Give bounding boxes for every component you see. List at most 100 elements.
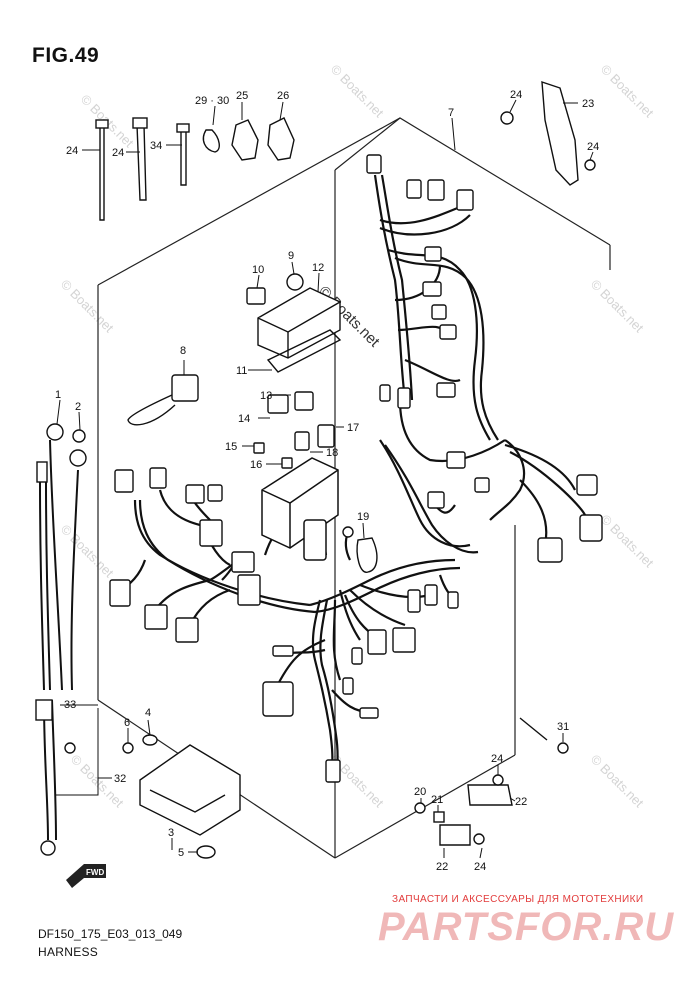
parts-22-24	[414, 717, 569, 846]
part-label-19: 19	[357, 511, 369, 523]
terminal	[342, 526, 354, 538]
bracket-23	[500, 81, 596, 186]
connector	[447, 591, 459, 609]
connector	[144, 604, 168, 630]
watermark-6: © Boats.net	[58, 522, 117, 581]
part-label-1: 1	[55, 389, 61, 401]
part-label-2: 2	[75, 401, 81, 413]
connector	[231, 551, 255, 573]
connector	[262, 681, 294, 717]
connector	[427, 491, 445, 509]
part-label-24-bottom-right: 24	[474, 861, 486, 873]
connector	[537, 537, 563, 563]
advert-logo[interactable]: PARTSFOR.RU	[378, 905, 675, 949]
harness-box-outline	[97, 117, 611, 859]
part-label-25: 25	[236, 90, 248, 102]
watermark-4: © Boats.net	[58, 277, 117, 336]
part-label-3: 3	[168, 827, 174, 839]
part-label-18: 18	[326, 447, 338, 459]
connector	[474, 477, 490, 493]
connector	[342, 677, 354, 695]
figure-code: DF150_175_E03_013_049	[38, 927, 183, 941]
figure-name: HARNESS	[38, 945, 99, 959]
part-label-24-right: 24	[587, 141, 599, 153]
connector	[325, 759, 341, 783]
part-label-9: 9	[288, 250, 294, 262]
connector	[436, 382, 456, 398]
watermark-2: © Boats.net	[598, 62, 657, 121]
part-label-34: 34	[150, 140, 162, 152]
connector	[576, 474, 598, 496]
connector	[424, 246, 442, 262]
leader-lines	[55, 99, 594, 859]
part-label-27: 24	[112, 147, 124, 159]
connector	[392, 627, 416, 653]
watermark-7: © Boats.net	[598, 512, 657, 571]
part-number-labels: 24 24 34 29 · 30 25 26 24 23 24 7 9 10 1…	[55, 89, 599, 873]
connector	[379, 384, 391, 402]
part-label-8: 8	[180, 345, 186, 357]
part-label-21: 21	[431, 794, 443, 806]
part-label-17: 17	[347, 422, 359, 434]
fwd-label: FWD	[86, 868, 104, 877]
connector	[424, 584, 438, 606]
cable-ties	[95, 117, 295, 221]
advert-tagline: ЗАПЧАСТИ И АКСЕССУАРЫ ДЛЯ МОТОТЕХНИКИ	[392, 894, 644, 905]
connector	[579, 514, 603, 542]
harness-connectors	[109, 154, 603, 783]
connector	[199, 519, 223, 547]
part-label-6: 6	[124, 717, 130, 729]
part-label-5: 5	[178, 847, 184, 859]
part-label-20: 20	[414, 786, 426, 798]
connector	[407, 589, 421, 613]
fwd-arrow: FWD	[66, 864, 106, 888]
connector	[109, 579, 131, 607]
part-label-14: 14	[238, 413, 250, 425]
part-label-32: 32	[114, 773, 126, 785]
battery-terminals	[35, 423, 87, 856]
part-label-24-top: 24	[510, 89, 522, 101]
watermark-5: © Boats.net	[588, 277, 647, 336]
bracket-3	[122, 734, 241, 859]
connector	[175, 617, 199, 643]
connector	[207, 484, 223, 502]
part-label-7: 7	[448, 107, 454, 119]
part-label-11: 11	[236, 365, 247, 377]
connector	[237, 574, 261, 606]
connector	[427, 179, 445, 201]
watermark-1: © Boats.net	[328, 62, 387, 121]
connector	[367, 629, 387, 655]
part-label-22-right: 22	[515, 796, 527, 808]
part-label-16: 16	[250, 459, 262, 471]
connector	[406, 179, 422, 199]
part-label-31: 31	[557, 721, 569, 733]
part-label-10: 10	[252, 264, 264, 276]
part-label-33: 33	[64, 699, 76, 711]
part-label-29-30: 29 · 30	[195, 95, 229, 107]
connector	[114, 469, 134, 493]
connector	[149, 467, 167, 489]
connector	[456, 189, 474, 211]
part-label-13: 13	[260, 390, 272, 402]
connector	[272, 645, 294, 657]
part-label-24-bottom: 24	[491, 753, 503, 765]
watermark-9: © Boats.net	[588, 752, 647, 811]
connector	[366, 154, 382, 174]
connector	[185, 484, 205, 504]
battery-cables	[39, 439, 79, 841]
connector	[439, 324, 457, 340]
connector	[351, 647, 363, 665]
connector	[422, 281, 442, 297]
figure-title: FIG.49	[32, 44, 100, 67]
connector	[431, 304, 447, 320]
fuse-box-assembly	[261, 457, 339, 561]
connector	[359, 707, 379, 719]
part-label-23: 23	[582, 98, 594, 110]
part-label-22-bottom: 22	[436, 861, 448, 873]
part-label-26: 26	[277, 90, 289, 102]
part-label-15: 15	[225, 441, 237, 453]
part-label-28: 24	[66, 145, 78, 157]
connector	[446, 451, 466, 469]
